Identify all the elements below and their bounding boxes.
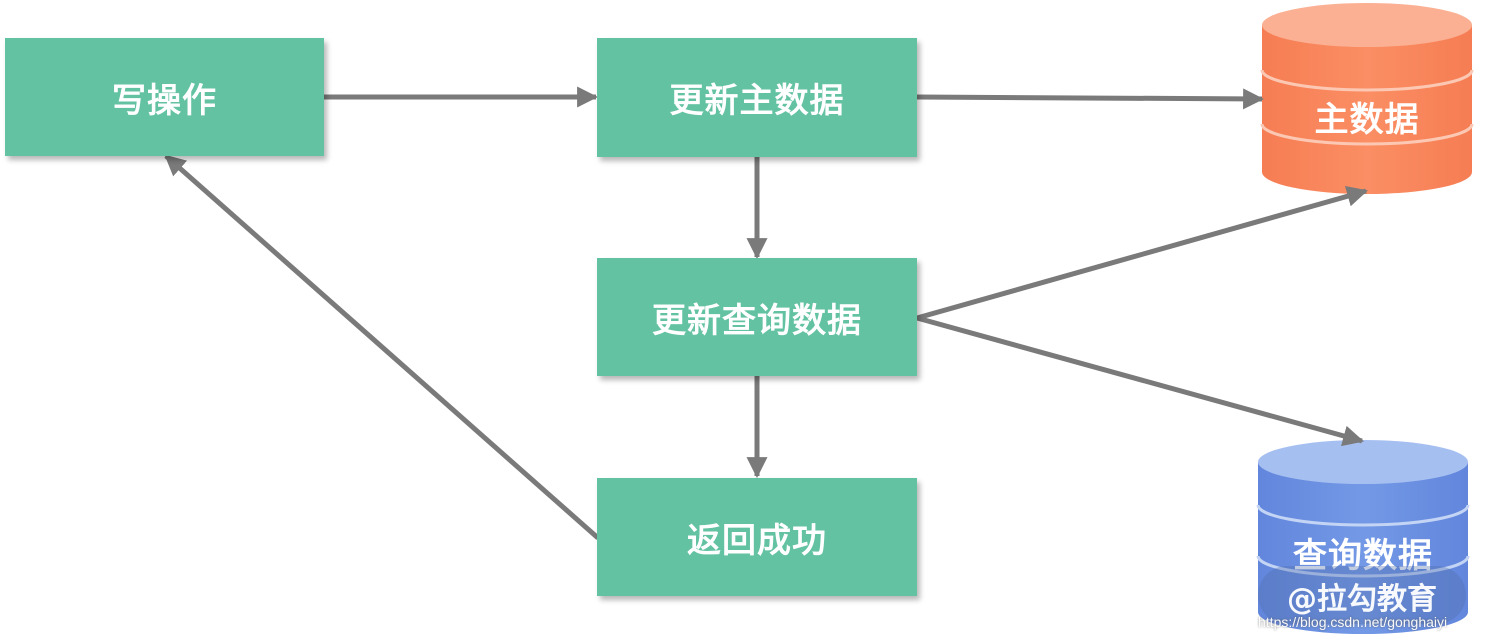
watermark-text: @拉勾教育 <box>1287 582 1437 617</box>
write-operation-node: 写操作 <box>5 38 324 156</box>
query-db-label: 查询数据 <box>1293 536 1433 576</box>
update-master-label: 更新主数据 <box>669 81 845 121</box>
arrow-update-master-to-master-db <box>916 88 1265 110</box>
update-master-node: 更新主数据 <box>597 38 917 157</box>
arrow-update-query-to-master-db <box>916 186 1369 321</box>
master-db-label: 主数据 <box>1314 100 1420 140</box>
return-success-node: 返回成功 <box>597 478 917 596</box>
arrow-update-query-to-query-db <box>916 315 1365 447</box>
source-credit: https://blog.csdn.net/gonghaiyi <box>1258 614 1448 630</box>
return-success-label: 返回成功 <box>687 520 827 561</box>
arrow-return-success-to-write <box>164 154 600 540</box>
update-query-node: 更新查询数据 <box>597 258 917 376</box>
watermark-background <box>1258 566 1466 624</box>
query-db-icon <box>1256 440 1470 634</box>
update-query-label: 更新查询数据 <box>652 300 862 341</box>
write-operation-label: 写操作 <box>112 80 217 121</box>
master-db-icon <box>1260 3 1474 194</box>
